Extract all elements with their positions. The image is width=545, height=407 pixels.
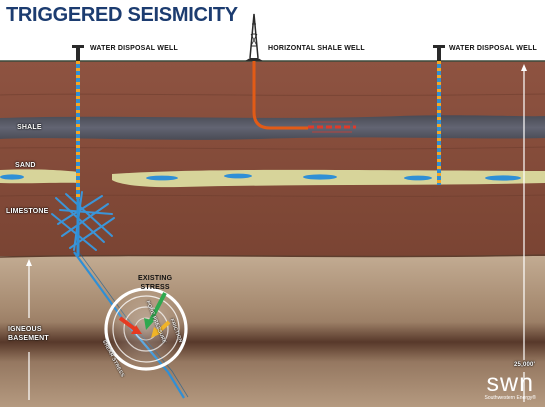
center-well-label: HORIZONTAL SHALE WELL — [268, 45, 365, 52]
total-depth-arrow — [521, 64, 527, 402]
strata-line — [0, 194, 545, 197]
basement-dark-band — [0, 322, 545, 362]
swn-logo: swn Southwestern Energy® — [484, 369, 537, 402]
limestone-label: LIMESTONE — [6, 208, 49, 215]
logo-company-name: Southwestern Energy® — [484, 395, 537, 401]
water-lens — [303, 174, 337, 180]
existing-stress-label: EXISTING STRESS — [138, 275, 173, 291]
water-lens — [0, 174, 24, 180]
right-well-label: WATER DISPOSAL WELL — [449, 45, 537, 52]
right-well — [433, 45, 445, 185]
horizontal-well — [245, 13, 356, 133]
sand-label: SAND — [15, 162, 36, 169]
water-lens — [404, 175, 432, 181]
basement-depth-arrow — [26, 259, 32, 400]
left-well-label: WATER DISPOSAL WELL — [90, 45, 178, 52]
strata-line — [0, 146, 545, 150]
stress-arrows — [118, 292, 171, 338]
water-lens — [146, 175, 178, 181]
depth-scale-label: 25,000' — [514, 362, 536, 368]
basement-top-edge — [0, 254, 545, 258]
basement-label: IGNEOUS BASEMENT — [8, 326, 49, 342]
strata-line — [0, 93, 545, 96]
sediment-layer — [0, 61, 545, 258]
water-lens — [485, 175, 521, 181]
water-lens — [224, 173, 252, 179]
sand-band — [0, 169, 80, 184]
logo-wordmark: swn — [486, 369, 534, 397]
left-well — [72, 45, 84, 256]
diagram-title: TRIGGERED SEISMICITY — [6, 4, 238, 26]
shale-label: SHALE — [17, 124, 42, 131]
